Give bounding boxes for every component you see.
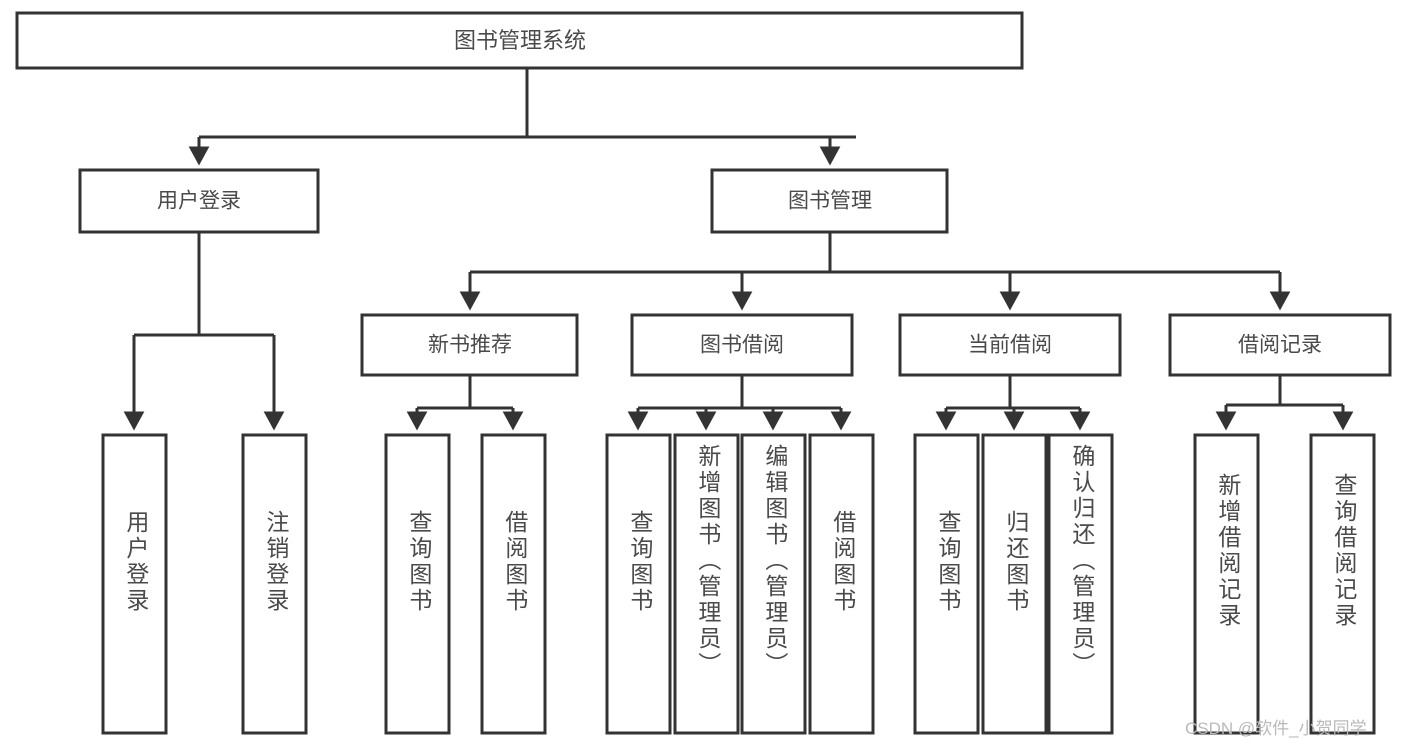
connector-root-to-level2 — [188, 68, 856, 166]
node-leaf-8[interactable] — [808, 433, 875, 735]
node-root[interactable]: 图书管理系统 — [15, 11, 1024, 70]
node-leaf-10[interactable] — [981, 433, 1048, 735]
node-book-manage-label: 图书管理 — [788, 190, 872, 213]
connector-newbook-to-leaves — [406, 375, 524, 431]
csdn-watermark: CSDN @软件_小贺同学 — [1185, 719, 1367, 738]
node-current-borrow-label: 当前借阅 — [968, 334, 1052, 357]
node-book-borrow-label: 图书借阅 — [700, 334, 784, 357]
leaf-boxes — [101, 433, 1376, 735]
connector-currentborrow-to-leaves — [935, 375, 1091, 431]
node-leaf-13[interactable] — [1309, 433, 1376, 735]
connector-userlogin-to-leaves — [123, 232, 285, 431]
node-borrow-record-label: 借阅记录 — [1238, 334, 1322, 357]
node-leaf-5[interactable] — [605, 433, 672, 735]
node-current-borrow[interactable]: 当前借阅 — [898, 313, 1122, 377]
node-leaf-12[interactable] — [1193, 433, 1260, 735]
node-book-borrow[interactable]: 图书借阅 — [630, 313, 854, 377]
node-leaf-7[interactable] — [740, 433, 807, 735]
node-leaf-9[interactable] — [913, 433, 980, 735]
node-book-manage[interactable]: 图书管理 — [710, 168, 949, 234]
connector-bookmanage-to-level3 — [459, 232, 1291, 311]
node-borrow-record[interactable]: 借阅记录 — [1168, 313, 1392, 377]
node-new-book-rec-label: 新书推荐 — [428, 334, 512, 357]
node-user-login[interactable]: 用户登录 — [78, 168, 320, 234]
connector-borrowrecord-to-leaves — [1215, 375, 1354, 431]
node-leaf-1[interactable] — [101, 433, 168, 735]
connector-bookborrow-to-leaves — [627, 375, 852, 431]
node-new-book-rec[interactable]: 新书推荐 — [360, 313, 579, 377]
node-leaf-3[interactable] — [384, 433, 451, 735]
node-leaf-2[interactable] — [241, 433, 308, 735]
node-leaf-4[interactable] — [480, 433, 547, 735]
node-leaf-11[interactable] — [1047, 433, 1114, 735]
node-user-login-label: 用户登录 — [157, 190, 241, 213]
node-leaf-6[interactable] — [673, 433, 740, 735]
node-root-label: 图书管理系统 — [454, 28, 586, 53]
